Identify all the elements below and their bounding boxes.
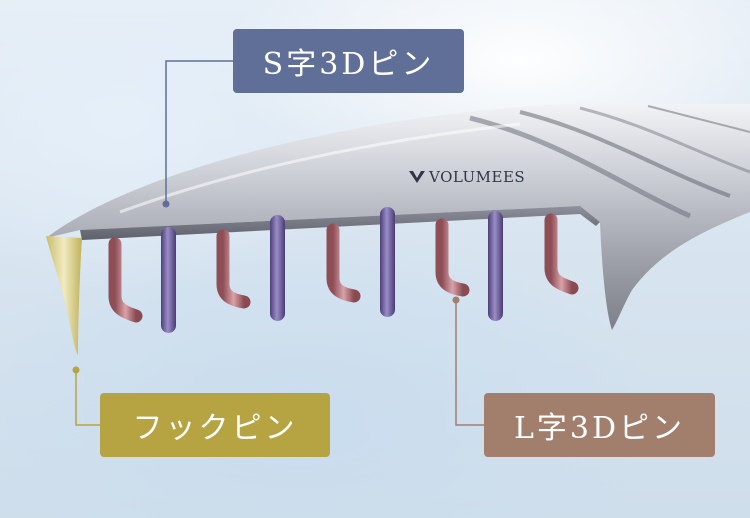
comb-highlight (119, 122, 521, 214)
hook-pin-label: フックピン (100, 393, 330, 457)
s-pin-leader-dot (162, 200, 170, 208)
l-pin-leader-dot (452, 296, 460, 304)
l-pin (108, 237, 143, 323)
l-pin (216, 229, 251, 309)
brand-name: VOLUMEES (429, 168, 526, 186)
handle-seam (647, 105, 750, 133)
l-pin (326, 223, 361, 303)
comb-sheen (519, 110, 731, 198)
comb-sheen (579, 106, 750, 174)
s-pin-leader (165, 60, 233, 202)
l-pin (435, 218, 470, 297)
l-pin (544, 213, 579, 295)
s-pin (161, 227, 176, 333)
hook-pin (46, 236, 82, 355)
l-pin-label: L字3Dピン (484, 393, 715, 457)
hook-pin-leader (75, 372, 100, 426)
s-pin (488, 211, 503, 321)
s-pin-label: S字3Dピン (233, 29, 464, 93)
hook-pin-leader-dot (72, 366, 80, 374)
s-pin (270, 215, 285, 321)
s-pin (380, 207, 395, 317)
l-pin-leader (455, 302, 484, 426)
brand-logo: VOLUMEES (408, 166, 525, 188)
volumees-logo-icon (409, 171, 425, 183)
comb-rim (80, 206, 600, 240)
